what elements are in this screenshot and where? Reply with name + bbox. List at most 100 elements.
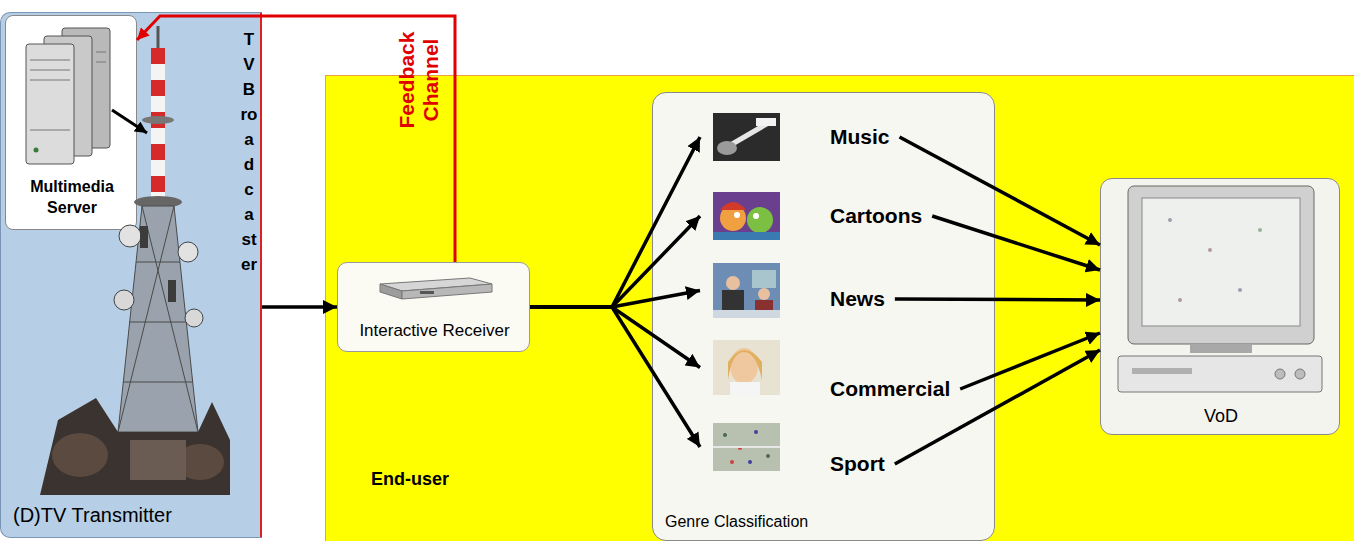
tower-illustration-part: [114, 290, 134, 310]
flow-arrow: [895, 350, 1100, 464]
tower-illustration-part: [134, 196, 182, 208]
cartoons-thumbnail: [713, 192, 780, 240]
flow-arrow: [530, 307, 700, 447]
cartoons-thumbnail-part: [747, 207, 773, 233]
server-illustration-part: [62, 28, 110, 148]
cartoons-thumbnail-part: [713, 232, 780, 240]
vod-box: VoD: [1100, 178, 1340, 435]
vod-illustration-part: [1168, 218, 1172, 222]
genre-item: Cartoons: [700, 192, 932, 240]
news-thumbnail-part: [726, 276, 740, 290]
genre-name-holder: Cartoons: [830, 203, 922, 229]
server-illustration-part: [96, 62, 106, 63]
feedback-arrow: [137, 16, 455, 262]
news-thumbnail: [713, 263, 780, 318]
vod-illustration-part: [1275, 369, 1285, 379]
end-user-label-holder: End-user: [371, 468, 571, 490]
end-user-panel: End-userInteractive ReceiverGenre Classi…: [325, 75, 1354, 541]
receiver-illustration-part: [420, 291, 434, 294]
receiver-illustration-part: [402, 284, 492, 299]
cartoons-thumbnail-part: [753, 213, 759, 219]
commercial-thumbnail-part: [730, 382, 760, 395]
receiver-illustration-part: [380, 278, 492, 291]
tower-illustration-part: [140, 226, 148, 248]
tower-illustration-part: [151, 176, 165, 192]
tower-illustration-part: [118, 206, 174, 432]
cartoons-thumbnail-part: [720, 202, 746, 210]
server-box: Multimedia Server: [5, 15, 137, 230]
tower-illustration-part: [168, 280, 176, 302]
tower-illustration-part: [151, 160, 165, 176]
tower-illustration-part: [151, 192, 165, 202]
receiver-label-holder: Interactive Receiver: [342, 320, 527, 341]
genre-item: News: [700, 263, 895, 318]
vod-illustration-part: [1142, 198, 1300, 326]
server-illustration-part: [30, 60, 70, 61]
vod-illustration-part: [1208, 248, 1212, 252]
tower-illustration-part: [119, 225, 141, 247]
genre-name-holder: Music: [830, 124, 890, 150]
genre-name-holder: Sport: [830, 451, 885, 477]
vod-label-holder: VoD: [1101, 405, 1341, 427]
cartoons-thumbnail-part: [713, 192, 780, 240]
vod-illustration-part: [1128, 186, 1314, 344]
vod-label: VoD: [1204, 405, 1238, 427]
sport-thumbnail: [713, 423, 780, 471]
broadcaster-label-holder: TV Broadcaster: [237, 27, 261, 277]
server-illustration: [26, 28, 110, 164]
tower-illustration-part: [176, 444, 224, 480]
vod-illustration-part: [1178, 298, 1182, 302]
tower-illustration-part: [129, 322, 187, 323]
genre-name: Sport: [830, 451, 885, 477]
genre-box: Genre Classification MusicCartoonsNewsCom…: [652, 92, 995, 541]
flow-arrow: [530, 216, 700, 307]
tower-illustration: [40, 26, 230, 495]
edge-label: Feedback Channel: [395, 25, 443, 135]
cartoons-thumbnail-part: [720, 205, 746, 231]
news-thumbnail-part: [758, 288, 770, 300]
tower-illustration-part: [151, 112, 165, 128]
news-thumbnail-part: [752, 270, 776, 288]
flow-arrow: [530, 291, 700, 308]
vod-illustration-part: [1258, 228, 1262, 232]
tower-illustration-part: [142, 116, 174, 124]
genre-label-holder: Genre Classification: [665, 512, 965, 532]
edge-label-holder: Feedback Channel: [364, 56, 474, 104]
news-thumbnail-part: [713, 263, 780, 318]
receiver-illustration: [380, 278, 492, 299]
server-illustration-part: [30, 130, 70, 131]
sport-thumbnail-part: [730, 460, 734, 464]
tower-illustration-part: [40, 398, 230, 495]
sport-thumbnail-part: [754, 430, 758, 434]
server-illustration-part: [44, 36, 92, 156]
sport-thumbnail-part: [723, 433, 727, 437]
flow-arrow: [530, 307, 700, 368]
news-thumbnail-part: [755, 300, 773, 314]
tower-illustration-part: [151, 144, 165, 160]
server-illustration-part: [30, 70, 70, 71]
tower-illustration-part: [185, 309, 203, 327]
sport-thumbnail-part: [713, 446, 780, 448]
sport-thumbnail-part: [738, 446, 742, 450]
commercial-thumbnail-part: [730, 348, 758, 384]
tower-illustration-part: [151, 64, 165, 80]
genre-name-holder: News: [830, 286, 885, 312]
transmitter-label: (D)TV Transmitter: [13, 503, 172, 527]
genre-name: News: [830, 286, 885, 312]
cartoons-thumbnail-part: [734, 212, 740, 218]
vod-illustration-part: [1190, 344, 1252, 353]
tower-illustration-part: [52, 433, 108, 477]
server-illustration-part: [96, 52, 106, 53]
receiver-box: Interactive Receiver: [337, 262, 530, 352]
sport-thumbnail-part: [766, 454, 770, 458]
flow-arrow: [900, 137, 1100, 245]
genre-name: Commercial: [830, 376, 950, 402]
server-label: Multimedia Server: [12, 176, 132, 218]
commercial-thumbnail-part: [728, 350, 762, 380]
server-illustration-part: [30, 80, 70, 81]
tower-illustration-part: [142, 206, 198, 432]
commercial-thumbnail: [713, 340, 780, 395]
music-thumbnail-part: [722, 122, 770, 150]
